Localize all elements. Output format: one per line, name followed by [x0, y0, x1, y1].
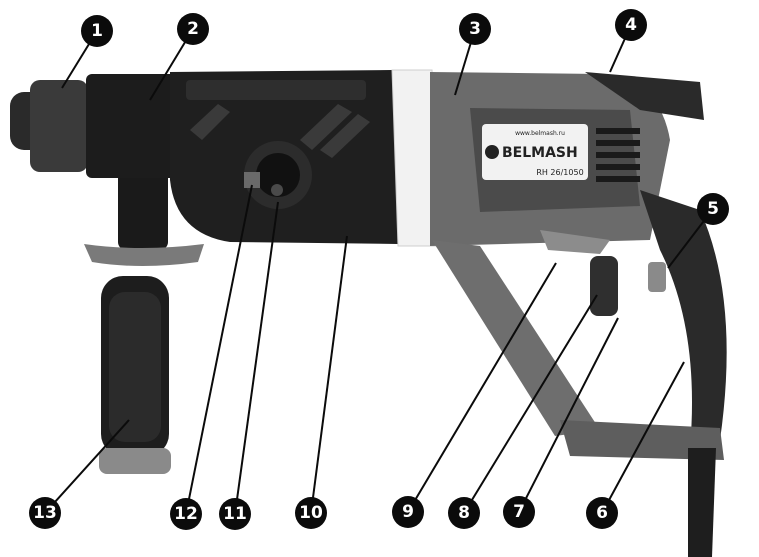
callout-10: 10	[295, 497, 327, 529]
website-text: www.belmash.ru	[515, 130, 565, 137]
gear-housing	[170, 70, 398, 244]
brand-name: BELMASH	[502, 145, 578, 161]
callout-9: 9	[392, 496, 424, 528]
motor-housing	[430, 72, 704, 246]
callout-4: 4	[615, 9, 647, 41]
callout-11: 11	[219, 498, 251, 530]
chuck	[10, 74, 180, 178]
callout-3: 3	[459, 13, 491, 45]
callout-12: 12	[170, 498, 202, 530]
model-name: RH 26/1050	[536, 168, 583, 177]
callout-13: 13	[29, 497, 61, 529]
callout-7: 7	[503, 496, 535, 528]
callout-2: 2	[177, 13, 209, 45]
callout-8: 8	[448, 497, 480, 529]
brand-logo-icon	[485, 145, 499, 159]
callout-1: 1	[81, 15, 113, 47]
callout-5: 5	[697, 193, 729, 225]
leader-lines	[44, 24, 714, 515]
callout-6: 6	[586, 497, 618, 529]
